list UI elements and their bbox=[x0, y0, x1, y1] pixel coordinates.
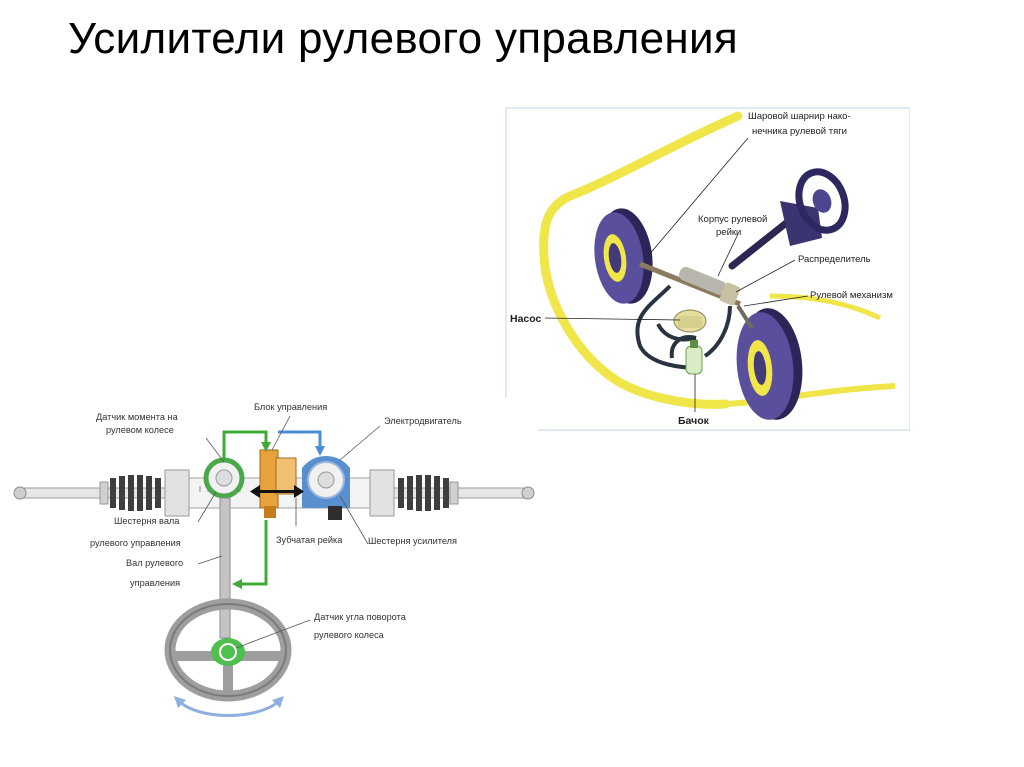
electric-motor bbox=[302, 456, 350, 520]
steering-wheel bbox=[164, 598, 292, 702]
label-steering-gear: Рулевой механизм bbox=[810, 290, 893, 301]
signal-green bbox=[222, 430, 268, 586]
label-ball-joint-line2: нечника рулевой тяги bbox=[752, 126, 847, 137]
label-angle-sensor-line1: Датчик угла поворота bbox=[314, 612, 407, 622]
label-distributor: Распределитель bbox=[798, 254, 871, 265]
slide-title: Усилители рулевого управления bbox=[68, 14, 738, 63]
label-shaft-line1: Вал рулевого bbox=[126, 558, 183, 568]
label-assist-gear: Шестерня усилителя bbox=[368, 536, 457, 546]
label-shaft-line2: управления bbox=[130, 578, 180, 588]
steering-shaft bbox=[219, 497, 231, 639]
label-pinion-line1: Шестерня вала bbox=[114, 516, 180, 526]
label-ball-joint-line1: Шаровой шарнир нако- bbox=[748, 111, 851, 122]
label-pump: Насос bbox=[510, 313, 542, 325]
label-angle-sensor-line2: рулевого колеса bbox=[314, 630, 385, 640]
reservoir bbox=[685, 340, 703, 375]
label-control-unit: Блок управления bbox=[254, 402, 327, 412]
label-torque-sensor-line2: рулевом колесе bbox=[106, 425, 174, 435]
steering-column bbox=[728, 168, 849, 270]
electric-steering-figure: Датчик момента на рулевом колесе Блок уп… bbox=[10, 398, 538, 734]
rotation-arrows bbox=[178, 700, 279, 717]
hydraulic-hoses bbox=[635, 284, 732, 370]
control-unit bbox=[259, 449, 297, 518]
label-torque-sensor-line1: Датчик момента на bbox=[96, 412, 179, 422]
label-rack-housing-line2: рейки bbox=[716, 227, 741, 238]
steering-rack-housing bbox=[639, 261, 754, 330]
hydraulic-steering-figure: Шаровой шарнир нако- нечника рулевой тяг… bbox=[500, 106, 910, 432]
rack-movement-arrow bbox=[250, 485, 304, 498]
right-bellows bbox=[398, 475, 449, 511]
pinion-gear bbox=[203, 457, 245, 499]
right-wheel bbox=[736, 308, 803, 420]
left-bellows bbox=[110, 475, 161, 511]
label-reservoir: Бачок bbox=[678, 415, 710, 427]
label-electric-motor: Электродвигатель bbox=[384, 416, 462, 426]
left-wheel bbox=[594, 208, 653, 304]
car-body-outline bbox=[539, 111, 743, 409]
label-pinion-line2: рулевого управления bbox=[90, 538, 181, 548]
label-rack-housing-line1: Корпус рулевой bbox=[698, 214, 767, 225]
signal-blue bbox=[278, 430, 322, 452]
label-toothed-rack: Зубчатая рейка bbox=[276, 535, 343, 545]
pump bbox=[673, 309, 707, 333]
